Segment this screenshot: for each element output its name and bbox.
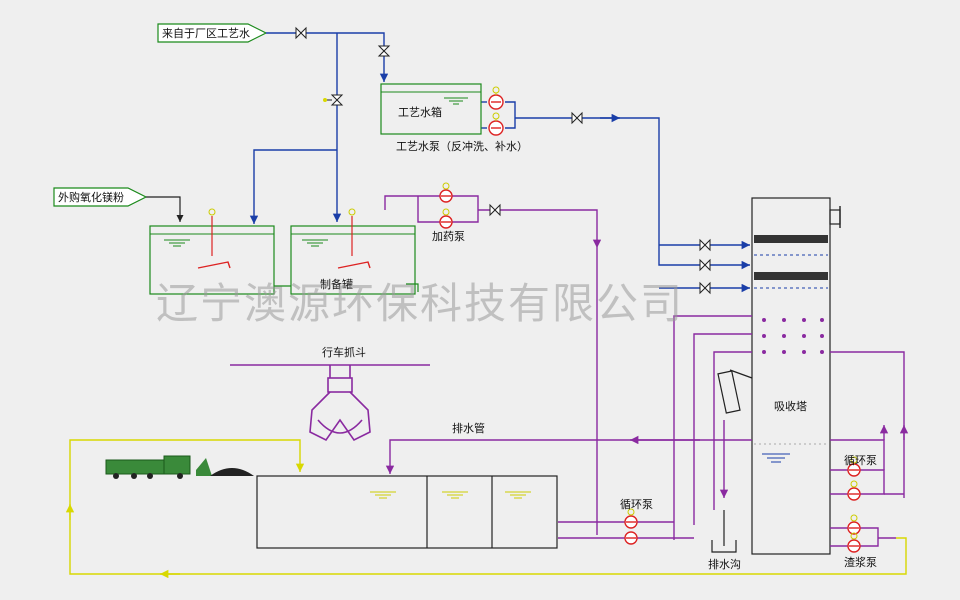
absorber-tower: 吸收塔 (717, 197, 841, 555)
mixer-icon (197, 208, 231, 269)
process-water-pump-label: 工艺水泵（反冲洗、补水） (396, 139, 528, 153)
process-water-source-tag: 来自于厂区工艺水 (157, 23, 268, 43)
water-level-icon (762, 453, 790, 463)
crane-grab: 行车抓斗 (230, 345, 430, 442)
process-water-source-label: 来自于厂区工艺水 (162, 27, 250, 40)
drain-ditch: 排水沟 (708, 510, 741, 571)
process-water-lines (249, 32, 750, 293)
return-lines (65, 439, 907, 579)
dosing-pump-label: 加药泵 (432, 230, 465, 243)
mixer-icon (337, 208, 371, 269)
water-level-icon (370, 491, 531, 499)
pump-icon (488, 94, 504, 136)
truck-icon (105, 455, 254, 479)
pump-icon (624, 463, 861, 553)
circulation-lines (385, 315, 909, 547)
circ-pump-left-label: 循环泵 (620, 498, 653, 511)
prep-tank-right: 制备罐 (290, 208, 416, 295)
process-water-tank-label: 工艺水箱 (398, 105, 442, 119)
valve-icon (295, 26, 307, 40)
pump-icon (439, 189, 453, 229)
pressure-gauge-icon (492, 86, 500, 121)
watermark: 辽宁澳源环保科技有限公司 (156, 279, 684, 328)
valve-icon (571, 111, 583, 125)
valve-icon (323, 94, 344, 106)
circ-pump-right-label: 循环泵 (844, 454, 877, 467)
prep-tank-label: 制备罐 (320, 277, 353, 291)
valve-icon (489, 203, 501, 217)
prep-tank-left (149, 208, 275, 295)
slurry-pump-label: 渣浆泵 (844, 555, 877, 569)
absorber-label: 吸收塔 (774, 399, 807, 413)
valve-icon (377, 45, 391, 57)
pressure-gauge-icon (627, 456, 858, 540)
crane-grab-icon (309, 365, 371, 442)
mgo-source-label: 外购氧化镁粉 (58, 190, 124, 204)
water-level-icon (444, 97, 468, 105)
valve-icon (699, 238, 711, 295)
water-level-icon (164, 239, 190, 247)
basin (256, 475, 558, 549)
water-level-icon (302, 239, 328, 247)
mgo-source-tag: 外购氧化镁粉 (53, 187, 148, 207)
drain-pipe-label: 排水管 (452, 421, 485, 435)
pressure-gauge-icon (442, 182, 450, 216)
drain-ditch-label: 排水沟 (708, 557, 741, 571)
process-water-tank: 工艺水箱 (380, 83, 482, 135)
crane-grab-label: 行车抓斗 (322, 345, 366, 359)
